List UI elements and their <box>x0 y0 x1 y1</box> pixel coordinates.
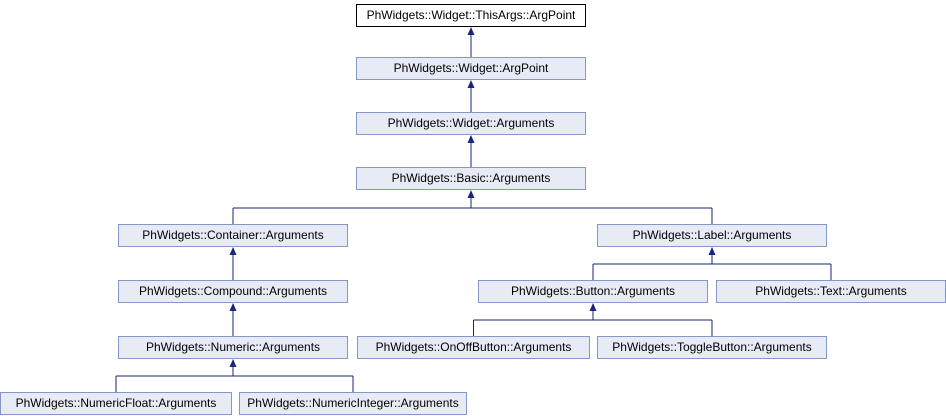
edge-arrow-button <box>589 303 597 311</box>
class-node-container[interactable]: PhWidgets::Container::Arguments <box>118 224 348 247</box>
class-node-basic[interactable]: PhWidgets::Basic::Arguments <box>356 167 586 190</box>
class-node-numeric[interactable]: PhWidgets::Numeric::Arguments <box>118 336 348 359</box>
class-node-toggle[interactable]: PhWidgets::ToggleButton::Arguments <box>597 336 827 359</box>
class-node-numfloat[interactable]: PhWidgets::NumericFloat::Arguments <box>0 392 232 415</box>
class-node-argpoint[interactable]: PhWidgets::Widget::ArgPoint <box>356 57 586 80</box>
edge-arrow-basic <box>467 190 475 198</box>
class-node-button[interactable]: PhWidgets::Button::Arguments <box>478 280 708 303</box>
class-node-numint[interactable]: PhWidgets::NumericInteger::Arguments <box>239 392 467 415</box>
class-node-compound[interactable]: PhWidgets::Compound::Arguments <box>118 280 348 303</box>
edge-arrow-container <box>229 247 237 255</box>
class-node-label[interactable]: PhWidgets::Label::Arguments <box>597 224 827 247</box>
class-node-onoff[interactable]: PhWidgets::OnOffButton::Arguments <box>357 336 590 359</box>
edge-arrow-compound <box>229 303 237 311</box>
class-node-text[interactable]: PhWidgets::Text::Arguments <box>716 280 946 303</box>
edge-arrow-argpoint <box>467 80 475 88</box>
edge-arrow-label <box>708 247 716 255</box>
class-node-thisargs: PhWidgets::Widget::ThisArgs::ArgPoint <box>356 4 586 27</box>
edge-arrow-numeric <box>229 359 237 367</box>
class-node-widget[interactable]: PhWidgets::Widget::Arguments <box>356 112 586 135</box>
edge-arrow-thisargs <box>467 27 475 35</box>
edge-arrow-widget <box>467 135 475 143</box>
